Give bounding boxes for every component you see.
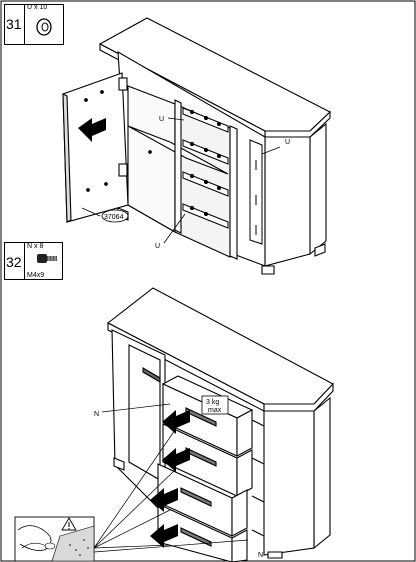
step32-number-box xyxy=(4,242,25,280)
step31-number-box xyxy=(4,4,25,45)
insert-arrow-icon xyxy=(150,488,178,512)
push-arrow-icon xyxy=(78,118,106,142)
drawer-4 xyxy=(157,503,248,562)
step31-part-code: 37064 xyxy=(104,214,124,221)
insert-arrow-icon xyxy=(150,524,178,548)
insert-arrow-icon xyxy=(162,410,190,434)
step31-label-u1: U xyxy=(159,116,164,123)
drawer-3 xyxy=(157,463,248,537)
drawer-runners xyxy=(182,107,263,245)
step32-label-n2: N xyxy=(258,552,263,559)
step31-label-u2: U xyxy=(155,243,160,250)
step32-number: 32 xyxy=(6,254,22,270)
part-code-bubble xyxy=(101,209,129,223)
step31-number: 31 xyxy=(6,16,22,32)
warning-triangle-icon xyxy=(61,517,77,531)
drawer-2 xyxy=(162,423,253,497)
step31-open-door xyxy=(62,72,152,223)
step32-sideboard xyxy=(106,287,334,559)
step31-part-qty: U x 10 xyxy=(27,4,48,11)
insert-arrow-icon xyxy=(162,448,190,472)
weight-limit-value: 3 kg xyxy=(206,399,219,406)
felt-strip-inset xyxy=(14,516,95,562)
step32-drawers xyxy=(157,375,265,562)
step31-sideboard xyxy=(98,17,331,275)
step32-label-n1: N xyxy=(94,411,99,418)
step32-part-qty: N x 8 xyxy=(27,243,44,250)
step32-leader-lines xyxy=(93,403,249,553)
ring-washer-icon xyxy=(36,18,52,36)
step31-label-u3: U xyxy=(285,139,290,146)
weight-limit-tag xyxy=(201,395,229,415)
drawer-1 xyxy=(161,375,254,457)
insert-arrows xyxy=(150,410,190,548)
screw-icon xyxy=(37,254,57,263)
weight-limit-note: max xyxy=(208,407,222,414)
step32-part-spec: M4x9 xyxy=(27,272,45,279)
step31-leader-lines xyxy=(81,117,281,244)
